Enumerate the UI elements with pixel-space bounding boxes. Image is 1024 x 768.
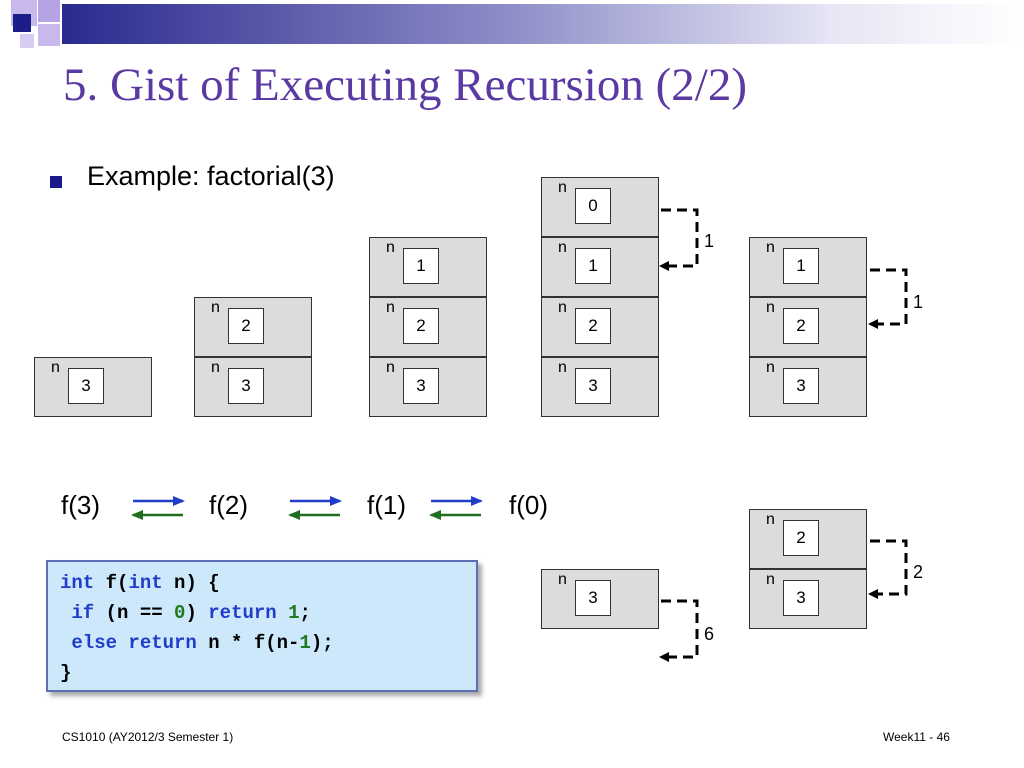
return-arrow-f2 [868,539,908,599]
frame-var-label: n [766,511,775,528]
frame-value: 3 [783,368,819,404]
frame-var-label: n [766,299,775,316]
frame-value: 3 [783,580,819,616]
frame-value: 3 [403,368,439,404]
return-value-label: 2 [913,562,924,582]
corner-square-lavender-3 [38,24,60,46]
frame-value: 2 [783,520,819,556]
call-label-f2: f(2) [209,490,248,520]
frame-value: 2 [575,308,611,344]
frame-var-label: n [386,299,395,316]
frame-value: 2 [228,308,264,344]
footer-page-number: Week11 - 46 [883,730,950,744]
bullet-text: Example: factorial(3) [87,161,335,191]
call-label-f1: f(1) [367,490,406,520]
frame-var-label: n [558,179,567,196]
corner-square-navy [13,14,31,32]
frame-value: 1 [403,248,439,284]
return-value-label: 1 [704,231,715,251]
frame-var-label: n [386,359,395,376]
return-value-label: 6 [704,624,715,644]
return-arrow-f1 [868,268,908,329]
frame-var-label: n [558,571,567,588]
frame-value: 3 [575,580,611,616]
frame-var-label: n [558,359,567,376]
page-title: 5. Gist of Executing Recursion (2/2) [63,59,747,111]
frame-value: 3 [575,368,611,404]
frame-var-label: n [558,299,567,316]
frame-var-label: n [766,239,775,256]
frame-value: 0 [575,188,611,224]
corner-square-lavender-2 [38,0,60,22]
footer-course: CS1010 (AY2012/3 Semester 1) [62,730,234,744]
frame-value: 1 [783,248,819,284]
frame-var-label: n [211,359,220,376]
return-arrow-f3 [659,599,699,662]
bullet-icon [50,176,62,188]
frame-var-label: n [558,239,567,256]
frame-value: 1 [575,248,611,284]
frame-value: 3 [228,368,264,404]
frame-var-label: n [386,239,395,256]
call-label-f0: f(0) [509,490,548,520]
code-block: int f(int n) { if (n == 0) return 1; els… [46,560,478,692]
corner-decoration [0,0,100,60]
frame-var-label: n [51,359,60,376]
code-line-3: else return n * f(n-1); [71,632,334,654]
frame-value: 2 [403,308,439,344]
frame-var-label: n [766,359,775,376]
frame-var-label: n [211,299,220,316]
frame-value: 2 [783,308,819,344]
header-gradient-bar [62,4,1024,44]
code-line-4: } [60,662,72,684]
frame-var-label: n [766,571,775,588]
code-line-2: if (n == 0) return 1; [71,602,311,624]
corner-square-lavender-4 [20,34,34,48]
return-value-label: 1 [913,292,924,312]
code-line-1: int f(int n) { [60,572,220,594]
frame-value: 3 [68,368,104,404]
return-arrow-f0 [659,208,699,271]
call-label-f3: f(3) [61,490,100,520]
